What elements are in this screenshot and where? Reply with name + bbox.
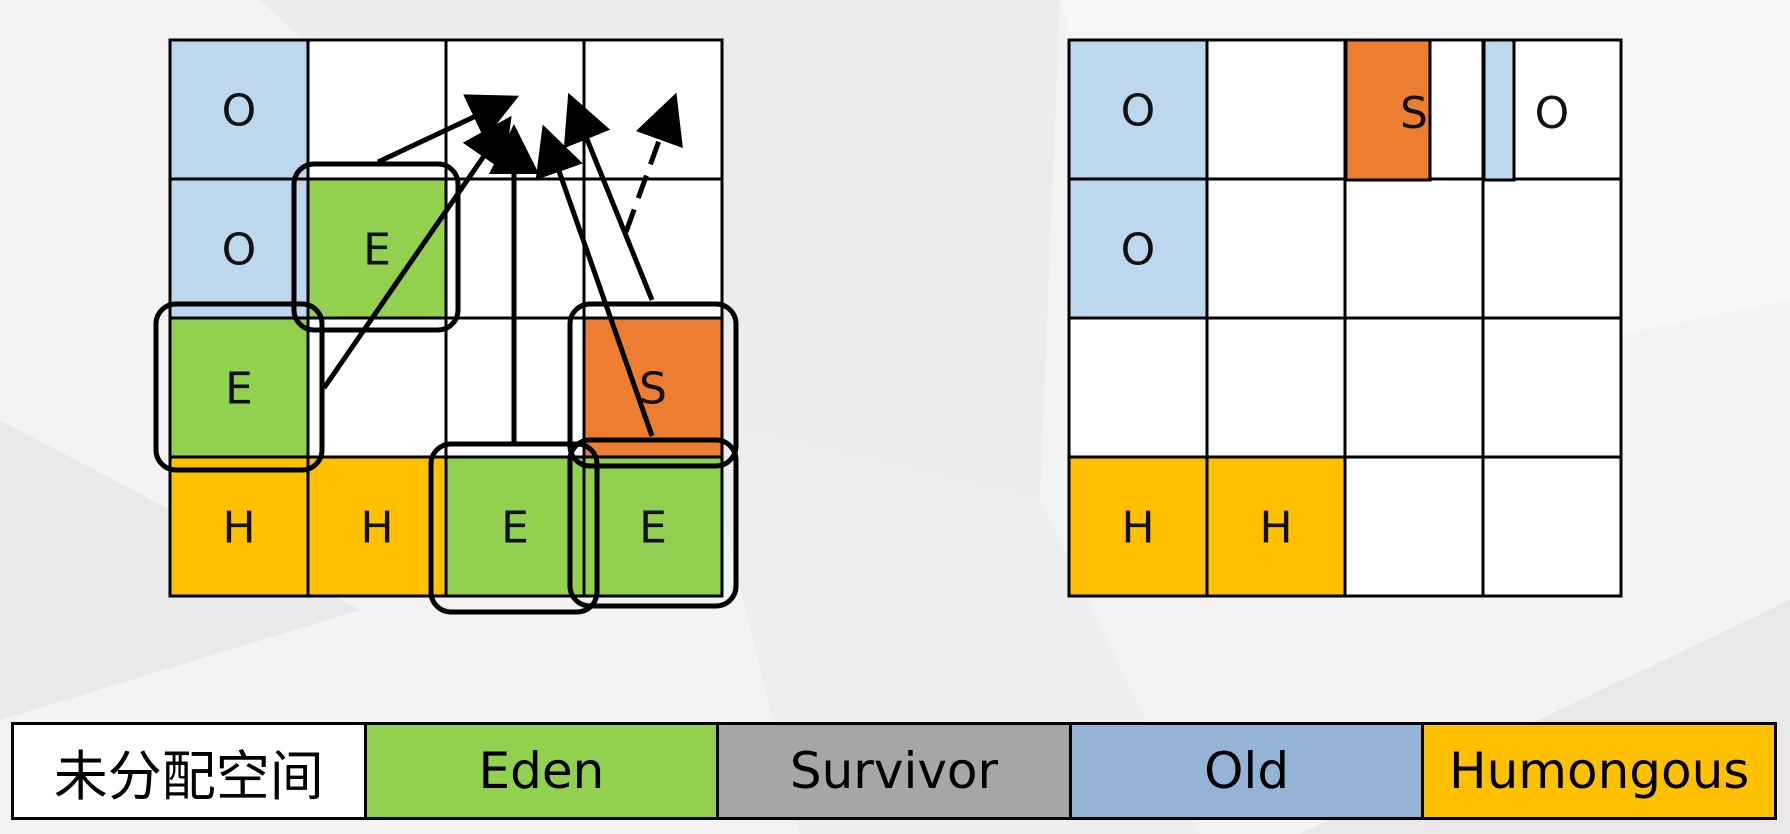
region-legend: 未分配空间 Eden Survivor Old Humongous: [11, 722, 1777, 820]
left-region-r3c1: [306, 455, 448, 598]
right-region-r0c0: [1067, 38, 1209, 181]
right-region-r2c3: [1481, 316, 1623, 459]
old-region-label: O: [1535, 88, 1570, 139]
right-region-r3c2: [1343, 455, 1485, 598]
highlight-eden-r2c0: [153, 301, 325, 473]
survivor-region-label: S: [1400, 88, 1428, 139]
right-region-r1c0: [1067, 177, 1209, 320]
right-region-r2c2: [1343, 316, 1485, 459]
right-region-r1c3: [1481, 177, 1623, 320]
right-split-region: S O: [1344, 38, 1570, 182]
right-region-r3c0: [1067, 455, 1209, 598]
left-region-label-r3c3: E: [639, 503, 667, 554]
right-region-r2c1: [1205, 316, 1347, 459]
survivor-region-partial: [1344, 38, 1432, 182]
left-region-r2c1: [306, 316, 448, 459]
right-region-label-r1c0: O: [1121, 225, 1156, 276]
left-region-r2c0: [168, 316, 310, 459]
legend-survivor: Survivor: [719, 725, 1072, 817]
left-region-label-r1c0: O: [222, 225, 257, 276]
left-region-label-r3c1: H: [360, 503, 393, 554]
arrow-from-survivor-r2c3: [563, 92, 655, 301]
right-region-r0c1: [1205, 38, 1347, 181]
right-region-r2c0: [1067, 316, 1209, 459]
legend-unallocated: 未分配空间: [14, 725, 367, 817]
left-region-label-r0c0: O: [222, 86, 257, 137]
old-region-partial: [1482, 38, 1516, 182]
left-region-label-r1c1: E: [363, 225, 391, 276]
arrow-from-eden-r1c1: [376, 94, 520, 165]
right-region-label-r0c0: O: [1121, 86, 1156, 137]
left-region-r3c2: [444, 455, 586, 598]
left-region-label-r3c2: E: [501, 503, 529, 554]
evacuation-arrows: [321, 92, 683, 442]
arrow-promote-dashed: [623, 92, 683, 233]
left-region-r1c3: [582, 177, 724, 320]
legend-old: Old: [1071, 725, 1425, 817]
left-region-label-r3c0: H: [222, 503, 255, 554]
legend-eden: Eden: [366, 725, 720, 817]
left-region-r3c3: [582, 455, 724, 598]
left-region-r0c1: [306, 38, 448, 181]
right-region-r3c1: [1205, 455, 1347, 598]
highlight-eden-r1c1: [291, 161, 461, 333]
right-heap-grid: O O H H: [1067, 38, 1623, 598]
right-region-r3c3: [1481, 455, 1623, 598]
highlight-eden-r3c2: [428, 441, 600, 615]
left-region-label-r2c0: E: [225, 364, 253, 415]
left-region-r3c0: [168, 455, 310, 598]
right-region-label-r3c1: H: [1259, 503, 1292, 554]
highlight-eden-r3c3: [567, 437, 739, 609]
right-region-r1c1: [1205, 177, 1347, 320]
legend-humongous: Humongous: [1424, 725, 1774, 817]
right-region-label-r3c0: H: [1121, 503, 1154, 554]
highlight-survivor-r2c3: [567, 301, 739, 469]
right-region-r1c2: [1343, 177, 1485, 320]
collection-set-highlights: [153, 161, 739, 615]
arrow-from-eden-r3c3: [535, 124, 655, 437]
arrow-from-eden-r2c0: [321, 115, 512, 390]
